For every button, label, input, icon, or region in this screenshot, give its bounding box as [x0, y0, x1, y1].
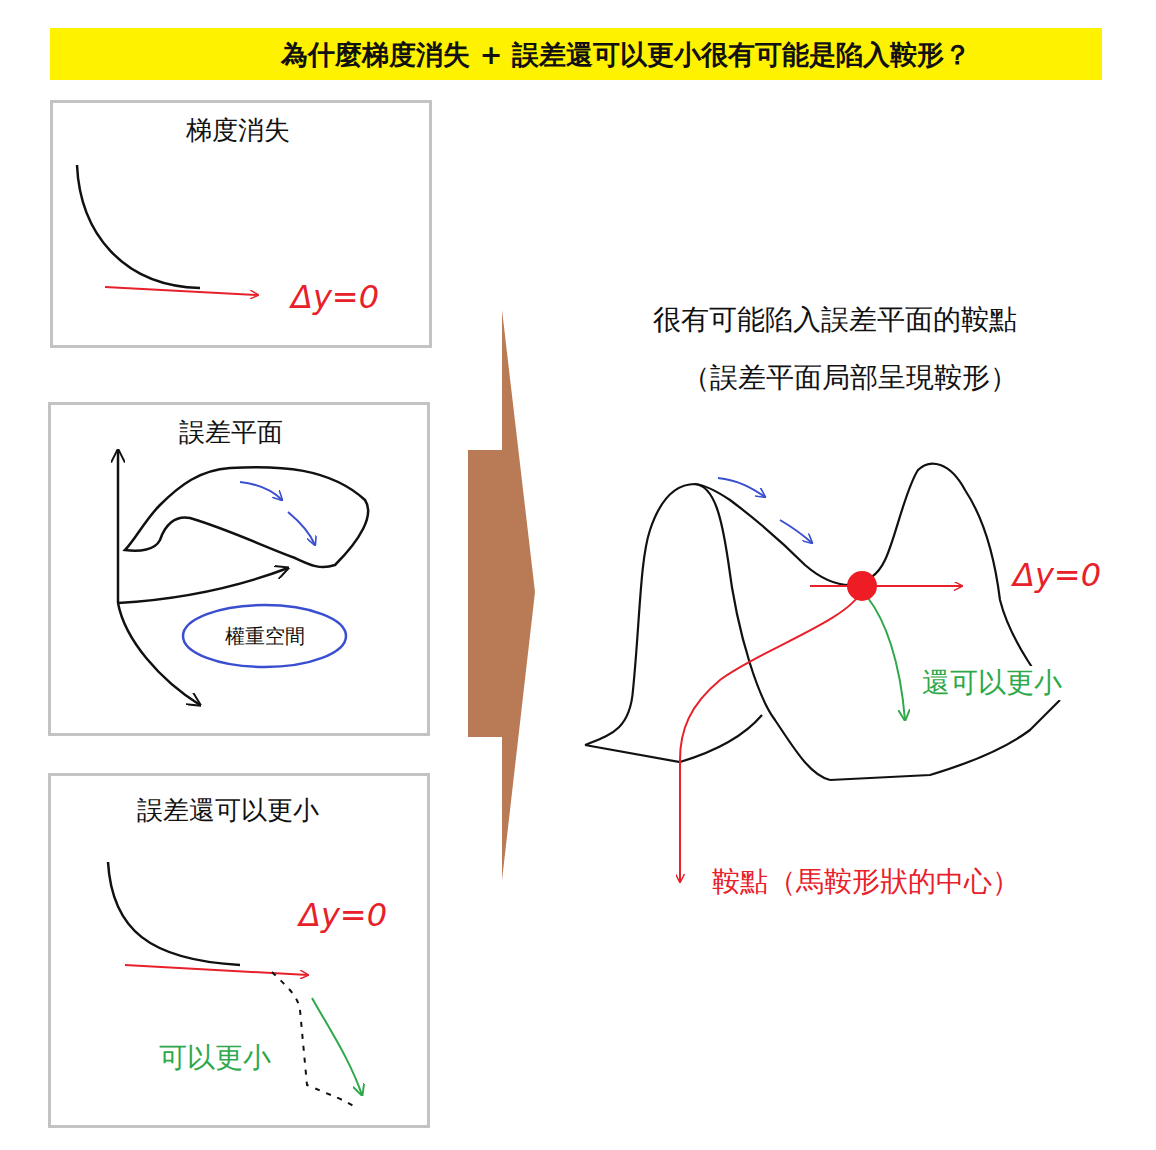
- delta-label: Δy=0: [299, 896, 387, 934]
- flat-arrow: [105, 287, 258, 295]
- flat-arrow: [810, 585, 962, 587]
- hidden-descent: [272, 972, 355, 1107]
- vanishing-sketch: [77, 165, 258, 295]
- descent-arrow: [312, 998, 362, 1095]
- descent-arrow: [288, 512, 315, 545]
- panel-heading: 誤差還可以更小: [137, 795, 319, 826]
- error-curve: [77, 165, 200, 288]
- delta-label: Δy=0: [291, 278, 379, 316]
- ellipse-label: 權重空間: [225, 624, 305, 648]
- descent-arrow: [240, 482, 282, 500]
- saddle-point: [847, 571, 877, 601]
- sketch-panel: 誤差還可以更小 Δy=0 可以更小: [48, 773, 430, 1128]
- heading-label: 很有可能陷入誤差平面的鞍點: [651, 303, 1019, 337]
- error-curve: [108, 862, 240, 965]
- panel-heading: 誤差平面: [179, 417, 283, 448]
- descent-label: 還可以更小: [920, 666, 1064, 700]
- flat-arrow: [125, 965, 308, 975]
- left-peak: [585, 484, 830, 780]
- right-peak: [695, 464, 1060, 700]
- sketch-panel: 梯度消失 Δy=0: [50, 100, 432, 348]
- axis-up: [117, 450, 120, 603]
- weight-space-ellipse: 權重空間: [181, 603, 348, 669]
- descent-arrow: [718, 478, 765, 497]
- surface-sketch: [118, 450, 368, 705]
- axis-right: [118, 568, 288, 603]
- surface-outline: [125, 467, 368, 567]
- descent-arrow: [868, 598, 905, 720]
- front-edge: [585, 715, 762, 762]
- leader-line: [680, 590, 862, 882]
- subheading-label: （誤差平面局部呈現鞍形）: [680, 361, 1020, 395]
- panel-heading: 梯度消失: [186, 115, 290, 146]
- bottom-edge: [830, 700, 1060, 780]
- descent-label: 可以更小: [159, 1041, 271, 1075]
- title-text: 為什麼梯度消失 + 誤差還可以更小很有可能是陷入鞍形？: [281, 39, 970, 71]
- title-band: 為什麼梯度消失 + 誤差還可以更小很有可能是陷入鞍形？: [50, 28, 1102, 80]
- axis-down: [118, 603, 200, 705]
- ellipse-shape: [183, 605, 346, 667]
- sketch-panel: 誤差平面權重空間: [48, 402, 430, 736]
- delta-label: Δy=0: [1011, 556, 1103, 594]
- descent-arrow: [780, 520, 812, 543]
- big-arrow: [468, 310, 535, 880]
- saddle-label: 鞍點（馬鞍形狀的中心）: [710, 865, 1022, 899]
